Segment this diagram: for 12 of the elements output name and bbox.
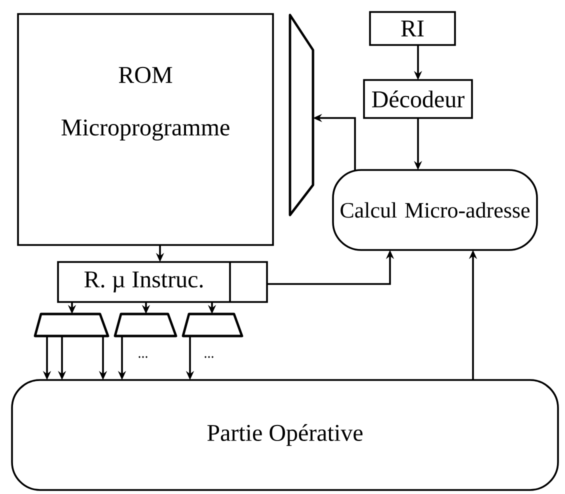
register-box: RI bbox=[369, 11, 456, 46]
multiplexer-symbol bbox=[288, 14, 314, 216]
multiplexer-symbol bbox=[182, 312, 244, 338]
multiplexer-symbol bbox=[114, 312, 178, 338]
ellipsis-label: ... bbox=[204, 356, 214, 358]
register-box: R. µ Instruc. bbox=[57, 261, 268, 303]
unit-box: Partie Opérative bbox=[11, 379, 559, 491]
memory-box: ROM Microprogramme bbox=[17, 13, 274, 246]
ellipsis-label: ... bbox=[138, 356, 148, 358]
multiplexer-symbol bbox=[34, 312, 110, 338]
process-box: Calcul Micro-adresse bbox=[332, 169, 538, 251]
decoder-box: Décodeur bbox=[363, 79, 473, 119]
